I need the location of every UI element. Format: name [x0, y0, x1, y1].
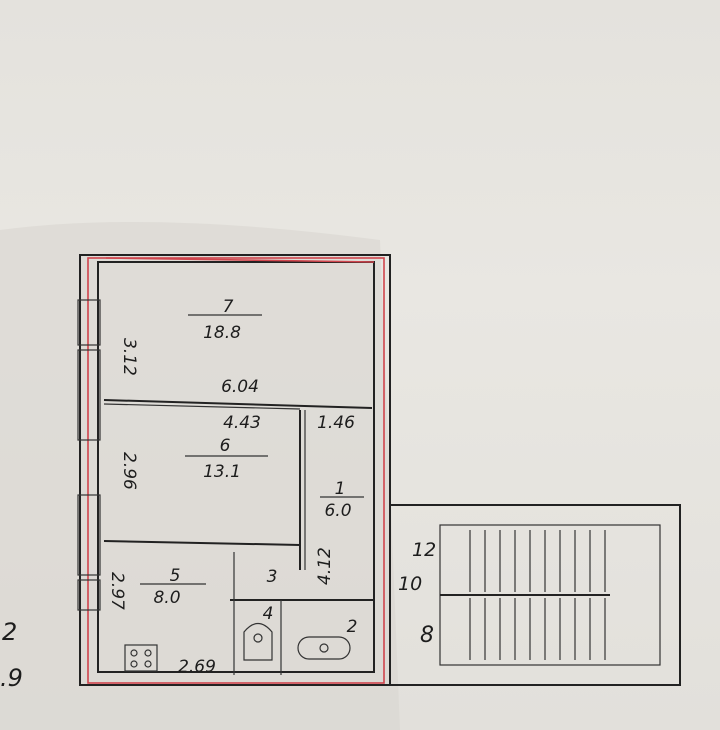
room-2-number: 2	[347, 617, 358, 637]
dimension-4-43: 4.43	[223, 413, 261, 433]
dimension-2-69: 2.69	[178, 657, 216, 677]
room-7-number: 7	[223, 297, 234, 317]
outer-walls	[79, 254, 391, 686]
room-5-area: 8.0	[153, 588, 180, 608]
room-5-number: 5	[170, 566, 181, 586]
partitions	[103, 399, 374, 675]
dimension-3-12: 3.12	[119, 338, 139, 376]
stair-label-8: 8	[420, 623, 434, 648]
windows	[77, 299, 101, 611]
room-3-number: 3	[267, 567, 278, 587]
stair-labels: 12 10 8 2 .9	[0, 539, 436, 692]
stair-label-10: 10	[398, 573, 422, 595]
left-room-number: 2	[2, 618, 17, 646]
room-4-number: 4	[263, 604, 274, 624]
sink-icon	[297, 636, 351, 660]
room-labels: 7 18.8 6 13.1 6 1 6.0 5 8.0 3 4 2	[140, 297, 364, 637]
stove-icon	[124, 644, 158, 672]
dimension-2-97: 2.97	[107, 572, 127, 610]
left-room-area: .9	[0, 664, 23, 692]
stair-label-12: 12	[412, 539, 436, 561]
toilet-icon	[243, 622, 273, 661]
stairwell	[389, 504, 681, 686]
room-1-number-label: 1	[335, 479, 346, 499]
dimension-2-96: 2.96	[119, 452, 139, 490]
shadow	[0, 222, 400, 730]
dimension-labels: 6.04 4.43 1.46 3.12 2.96 2.97 4.12 2.69	[107, 338, 355, 677]
room-1-area: 6.0	[324, 501, 351, 521]
room-7-area: 18.8	[203, 323, 241, 343]
room-6-area: 13.1	[203, 462, 241, 482]
dimension-6-04: 6.04	[221, 377, 259, 397]
dimension-1-46: 1.46	[317, 413, 355, 433]
room-6-number: 6	[220, 436, 231, 456]
dimension-4-12: 4.12	[315, 547, 335, 585]
fixtures	[124, 622, 351, 672]
